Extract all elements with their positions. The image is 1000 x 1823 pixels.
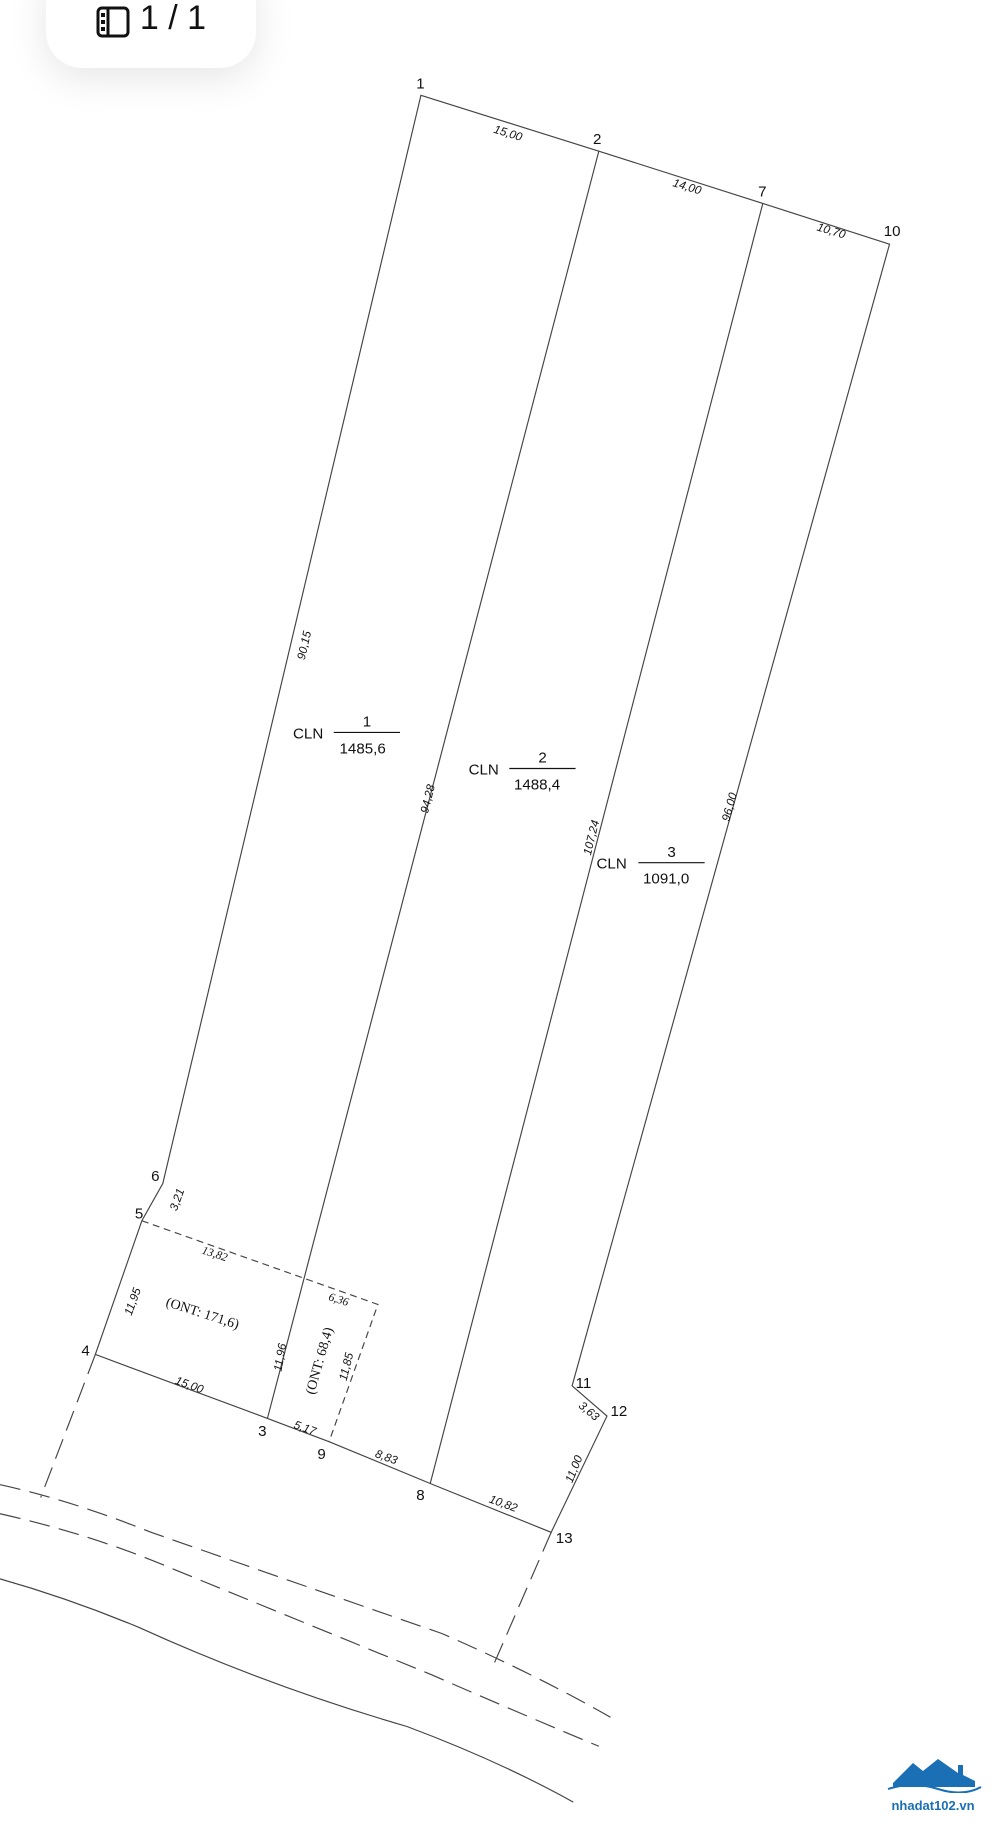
parcel-number: 1 [363,714,371,731]
page-count: 1 / 1 [139,0,207,37]
ont-area-label: (ONT: 68,4) [303,1325,337,1396]
road-edge-dashed [0,1484,611,1718]
edge-length: 11,95 [122,1286,144,1317]
point-label: 4 [81,1343,89,1360]
edge-length: 8,83 [373,1447,399,1467]
parcel-type: CLN [469,761,499,778]
extension-dashed-line [40,1354,552,1667]
ont-area-label: (ONT: 171,6) [164,1295,241,1333]
edge-length: 10,70 [815,221,847,242]
boundary-line [94,94,891,1534]
house-logo-icon [887,1759,982,1794]
edge-length: 15,00 [173,1374,205,1396]
parcel-area: 1485,6 [340,740,386,757]
watermark-logo: nhadat102.vn [878,1753,988,1813]
edge-length: 3,21 [167,1187,187,1213]
point-label: 1 [416,75,424,92]
point-label: 11 [576,1375,592,1392]
edge-length: 94,28 [418,783,438,815]
parcel-type: CLN [597,855,627,872]
edge-length: 14,00 [671,176,703,197]
road-edge-solid [0,1578,574,1803]
point-label: 9 [317,1446,325,1463]
parcel-area: 1488,4 [514,776,560,793]
edge-length: 5,17 [292,1418,318,1438]
edge-length: 10,82 [487,1493,519,1515]
point-label: 8 [416,1487,424,1504]
edge-length: 11,96 [272,1342,290,1373]
road-edge-dashed [0,1513,600,1747]
logo-text: nhadat102.vn [891,1798,975,1813]
point-label: 10 [884,223,901,240]
page-indicator[interactable]: 1 / 1 [46,0,256,68]
edge-length: 13,82 [200,1244,229,1264]
boundary-line [429,203,764,1484]
ont-dashed-line [141,1220,379,1442]
point-label: 2 [593,131,601,148]
point-label: 3 [258,1423,266,1440]
point-label: 6 [151,1168,159,1185]
panel-icon [96,6,130,38]
parcel-number: 2 [538,750,546,767]
edge-length: 6,36 [327,1290,351,1309]
edge-length: 11,85 [337,1351,357,1382]
parcel-number: 3 [667,844,675,861]
edge-length: 107,24 [581,818,602,856]
edge-length: 96,00 [719,791,740,823]
boundary-line [266,150,600,1419]
point-label: 13 [556,1530,573,1547]
point-label: 5 [135,1205,143,1222]
point-label: 12 [610,1403,627,1420]
edge-length: 3,63 [576,1399,602,1424]
parcel-type: CLN [293,725,323,742]
point-label: 7 [758,183,766,200]
parcel-area: 1091,0 [643,871,689,888]
edge-length: 90,15 [295,629,314,661]
